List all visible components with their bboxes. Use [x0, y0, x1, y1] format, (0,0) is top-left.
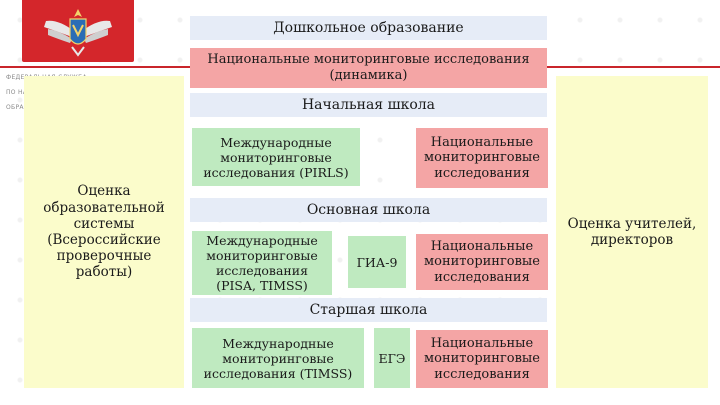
- teacher-assessment-box: Оценка учителей, директоров: [556, 76, 708, 388]
- national-dynamics-box: Национальные мониторинговые исследования…: [190, 48, 547, 88]
- primary-school-bar: Начальная школа: [190, 93, 547, 117]
- system-assessment-box: Оценка образовательной системы (Всеросси…: [24, 76, 184, 388]
- ege-box: ЕГЭ: [374, 328, 410, 388]
- basic-school-bar: Основная школа: [190, 198, 547, 222]
- basic-international-box: Международные мониторинговые исследовани…: [192, 231, 332, 295]
- logo: [22, 0, 134, 62]
- senior-school-bar: Старшая школа: [190, 298, 547, 322]
- gia9-box: ГИА-9: [348, 236, 406, 288]
- senior-national-box: Национальные мониторинговые исследования: [416, 330, 548, 388]
- basic-national-box: Национальные мониторинговые исследования: [416, 234, 548, 290]
- primary-international-box: Международные мониторинговые исследовани…: [192, 128, 360, 186]
- senior-international-box: Международные мониторинговые исследовани…: [192, 328, 364, 388]
- primary-national-box: Национальные мониторинговые исследования: [416, 128, 548, 188]
- emblem-icon: [44, 9, 112, 57]
- preschool-bar: Дошкольное образование: [190, 16, 547, 40]
